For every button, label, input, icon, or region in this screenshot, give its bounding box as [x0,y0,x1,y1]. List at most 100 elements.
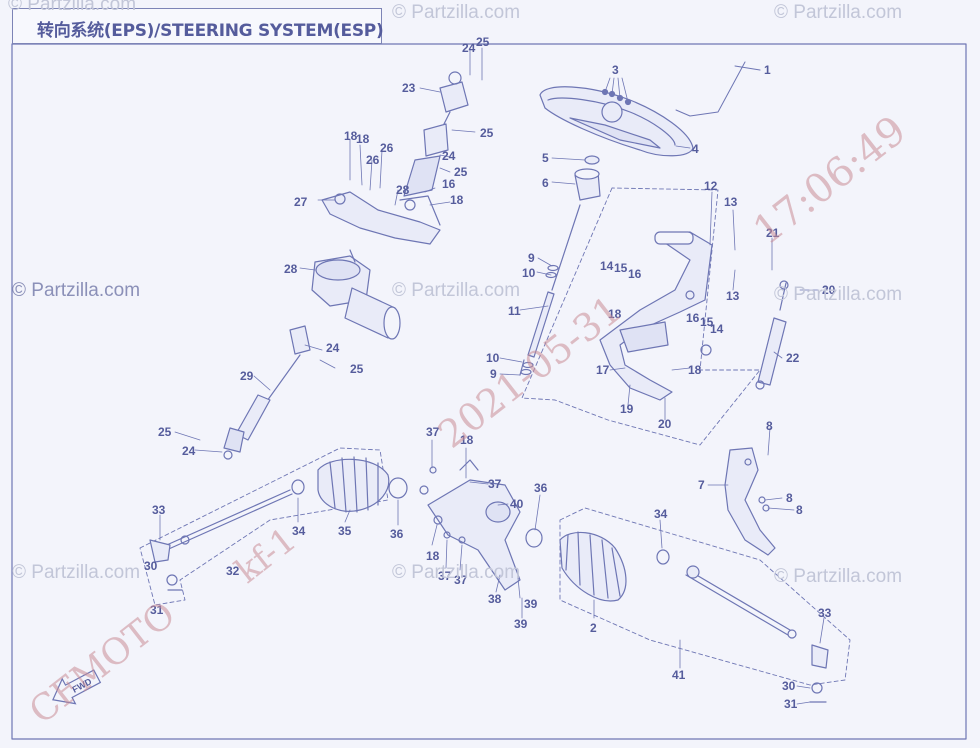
callout-16c: 16 [442,177,456,191]
callout-20b: 20 [658,417,672,431]
callout-26a: 26 [366,153,380,167]
callout-37d: 37 [454,573,468,587]
callout-25a: 25 [476,35,490,49]
watermark: © Partzilla.com [392,2,521,23]
callout-6: 6 [542,176,549,190]
frame-border [11,43,967,740]
callout-34a: 34 [292,524,306,538]
callout-25d: 25 [350,362,364,376]
callout-2: 2 [590,621,597,635]
callout-18d: 18 [608,307,622,321]
right-tierod-outline [559,507,851,686]
watermark: © Partzilla.com [774,284,903,305]
callout-34b: 34 [654,507,668,521]
callout-33b: 33 [818,606,832,620]
watermark: © Partzilla.com [392,562,521,583]
callout-26b: 26 [380,141,394,155]
forward-direction-arrow: FWD [52,669,102,705]
callout-28b: 28 [284,262,298,276]
watermark: © Partzilla.com [774,2,903,23]
callout-33a: 33 [152,503,166,517]
callout-32: 32 [226,564,240,578]
callout-30b: 30 [782,679,796,693]
callout-30a: 30 [144,559,158,573]
callout-13a: 13 [724,195,738,209]
callout-3: 3 [612,63,619,77]
callout-25e: 25 [158,425,172,439]
callout-27: 27 [294,195,308,209]
callout-14b: 14 [710,322,724,336]
callout-36a: 36 [390,527,404,541]
callout-37c: 37 [438,569,452,583]
callout-18a: 18 [344,129,358,143]
callout-18e: 18 [688,363,702,377]
callout-24d: 24 [182,444,196,458]
callout-18c: 18 [450,193,464,207]
callout-25b: 25 [480,126,494,140]
callout-24a: 24 [462,41,476,55]
watermark: © Partzilla.com [774,566,903,587]
tilt-bracket [599,231,713,401]
callout-8b: 8 [786,491,793,505]
callout-20a: 20 [822,283,836,297]
callout-37a: 37 [426,425,440,439]
callout-28a: 28 [396,183,410,197]
right-tie-rod [685,565,829,703]
callout-8a: 8 [766,419,773,433]
callout-1: 1 [764,63,771,77]
callout-19: 19 [620,402,634,416]
watermark: © Partzilla.com [392,280,521,301]
page-title: 转向系统(EPS)/STEERING SYSTEM(ESP) [37,21,384,41]
callout-39b: 39 [514,617,528,631]
callout-22: 22 [786,351,800,365]
eps-motor-unit [311,249,401,340]
watermark: © Partzilla.com [8,0,137,15]
callout-25c: 25 [454,165,468,179]
left-rack-boot [291,456,390,513]
callout-31a: 31 [150,603,164,617]
steering-wheel [539,86,694,157]
callout-15a: 15 [614,261,628,275]
callout-18g: 18 [426,549,440,563]
right-rack-boot [559,531,670,602]
upper-universal-joint [403,71,469,197]
callout-18f: 18 [460,433,474,447]
callout-13b: 13 [726,289,740,303]
callout-17: 17 [596,363,610,377]
callout-31b: 31 [784,697,798,711]
steering-nut-bush [574,155,601,201]
callout-5: 5 [542,151,549,165]
callout-36b: 36 [534,481,548,495]
callout-15b: 15 [700,315,714,329]
callout-11: 11 [508,304,521,318]
callout-29: 29 [240,369,254,383]
callout-10a: 10 [522,266,536,280]
watermark: © Partzilla.com [12,562,141,583]
steering-column-shaft [519,204,581,376]
callout-18b: 18 [356,132,370,146]
callout-9b: 9 [490,367,497,381]
callout-12: 12 [704,179,718,193]
callout-14a: 14 [600,259,614,273]
callout-41: 41 [672,668,686,682]
column-group-outline [521,187,761,446]
callout-10b: 10 [486,351,500,365]
callout-21: 21 [766,226,780,240]
callout-40: 40 [510,497,524,511]
lower-bracket [724,447,776,556]
callout-9a: 9 [528,251,535,265]
left-tie-rod [149,489,293,591]
callout-39a: 39 [524,597,538,611]
callout-8c: 8 [796,503,803,517]
column-mount-bracket [321,191,441,245]
callout-37b: 37 [488,477,502,491]
callout-23: 23 [402,81,416,95]
callout-24c: 24 [326,341,340,355]
callout-38: 38 [488,592,502,606]
callout-4: 4 [692,142,699,156]
intermediate-shaft [223,325,311,460]
callout-16b: 16 [686,311,700,325]
watermark: © Partzilla.com [12,280,141,301]
